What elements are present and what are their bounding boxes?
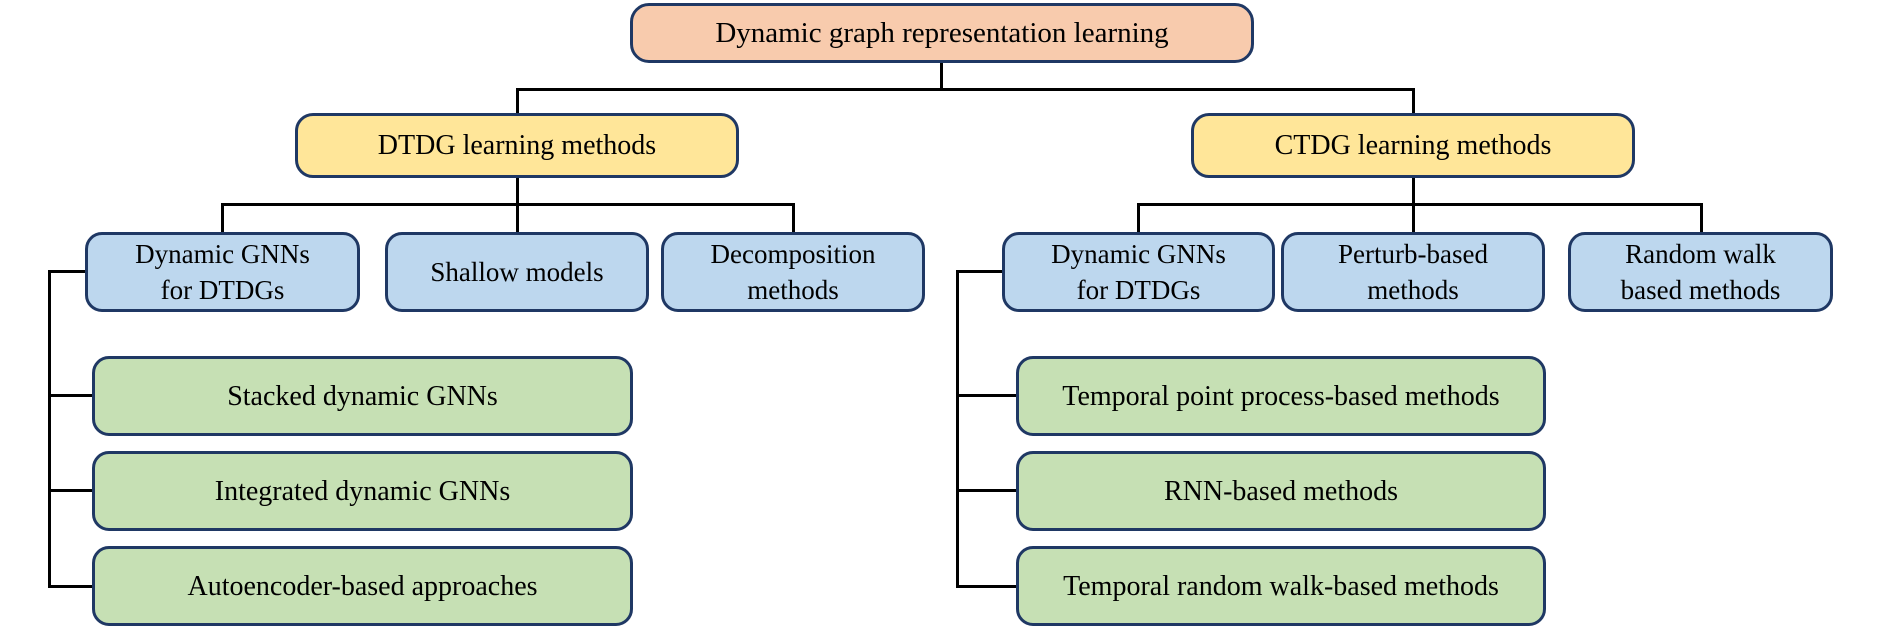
node-line: Perturb-based: [1338, 239, 1488, 269]
connector-left-trunk: [48, 270, 51, 588]
connector-dtdg-child2-drop: [516, 203, 519, 233]
node-line: Temporal random walk-based methods: [1063, 570, 1499, 602]
connector-dtdg-child3-drop: [792, 203, 795, 233]
node-line: methods: [1367, 275, 1459, 305]
node-dynamic-gnns-for-dtdgs-left: Dynamic GNNs for DTDGs: [85, 232, 360, 312]
connector-right-trunk-stub: [956, 270, 1003, 273]
node-line: based methods: [1620, 275, 1781, 305]
node-line: Integrated dynamic GNNs: [214, 475, 511, 507]
node-perturb-based-methods: Perturb-based methods: [1281, 232, 1545, 312]
node-line: RNN-based methods: [1163, 475, 1399, 507]
node-random-walk-based-methods: Random walk based methods: [1568, 232, 1833, 312]
connector-left-trunk-stub: [48, 270, 86, 273]
node-line: Autoencoder-based approaches: [187, 570, 538, 602]
connector-dtdg-child1-drop: [221, 203, 224, 233]
node-dtdg-label: DTDG learning methods: [377, 130, 657, 161]
connector-dtdg-horizontal: [221, 203, 795, 206]
node-shallow-models: Shallow models: [385, 232, 649, 312]
node-rnn-based-methods: RNN-based methods: [1016, 451, 1546, 531]
connector-dtdg-drop: [516, 88, 519, 113]
connector-dtdg-down: [516, 178, 519, 204]
connector-right-leaf2-stub: [956, 489, 1018, 492]
connector-root-horizontal: [516, 88, 1415, 91]
connector-right-leaf3-stub: [956, 585, 1018, 588]
node-root: Dynamic graph representation learning: [630, 3, 1254, 63]
node-line: methods: [747, 275, 839, 305]
node-ctdg-label: CTDG learning methods: [1274, 130, 1552, 161]
connector-left-leaf3-stub: [48, 585, 94, 588]
node-integrated-dynamic-gnns: Integrated dynamic GNNs: [92, 451, 633, 531]
connector-ctdg-child1-drop: [1137, 203, 1140, 233]
connector-ctdg-drop: [1412, 88, 1415, 113]
node-stacked-dynamic-gnns: Stacked dynamic GNNs: [92, 356, 633, 436]
connector-ctdg-horizontal: [1137, 203, 1703, 206]
node-line: Shallow models: [430, 257, 604, 287]
connector-root-drop: [940, 62, 943, 89]
node-temporal-point-process-based-methods: Temporal point process-based methods: [1016, 356, 1546, 436]
node-line: Dynamic GNNs: [1051, 239, 1226, 269]
node-ctdg-learning-methods: CTDG learning methods: [1191, 113, 1635, 178]
node-line: Dynamic GNNs: [135, 239, 310, 269]
connector-right-trunk: [956, 270, 959, 588]
node-dynamic-gnns-for-dtdgs-right: Dynamic GNNs for DTDGs: [1002, 232, 1275, 312]
connector-left-leaf1-stub: [48, 394, 94, 397]
connector-left-leaf2-stub: [48, 489, 94, 492]
node-line: Decomposition: [710, 239, 876, 269]
connector-ctdg-child2-drop: [1412, 203, 1415, 233]
node-line: Stacked dynamic GNNs: [227, 380, 498, 412]
connector-ctdg-child3-drop: [1700, 203, 1703, 233]
connector-right-leaf1-stub: [956, 394, 1018, 397]
connector-ctdg-down: [1412, 178, 1415, 204]
node-line: for DTDGs: [160, 275, 285, 305]
node-autoencoder-based-approaches: Autoencoder-based approaches: [92, 546, 633, 626]
node-decomposition-methods: Decomposition methods: [661, 232, 925, 312]
node-dtdg-learning-methods: DTDG learning methods: [295, 113, 739, 178]
node-line: for DTDGs: [1076, 275, 1201, 305]
node-temporal-random-walk-based-methods: Temporal random walk-based methods: [1016, 546, 1546, 626]
node-line: Temporal point process-based methods: [1062, 380, 1500, 412]
node-line: Random walk: [1625, 239, 1776, 269]
node-root-label: Dynamic graph representation learning: [715, 16, 1169, 49]
